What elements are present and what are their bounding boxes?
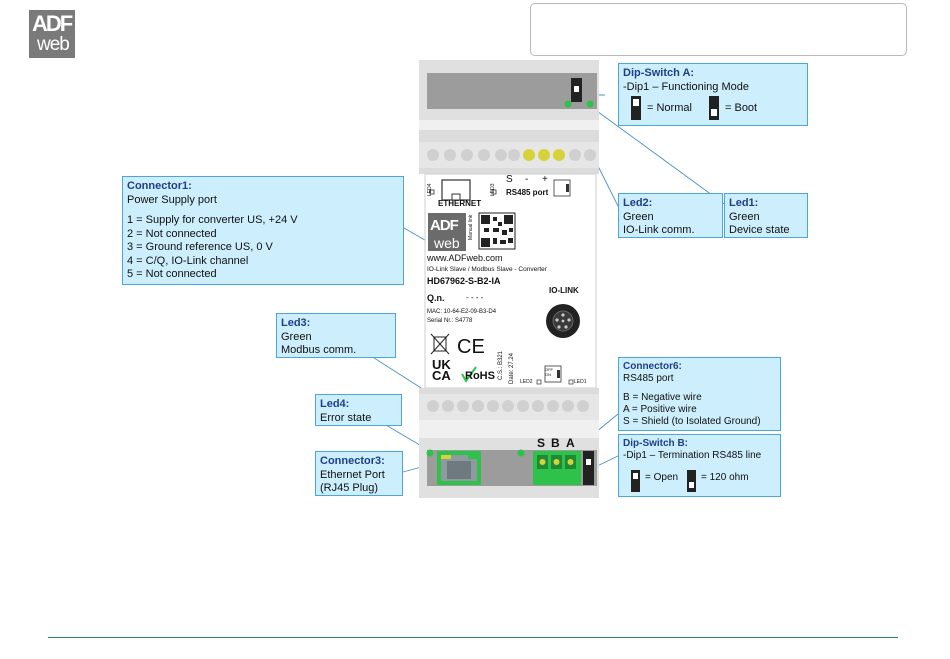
callout-title: Led1: [729, 197, 759, 209]
dip-120ohm-label: = 120 ohm [701, 472, 749, 483]
website-text: www.ADFweb.com [427, 253, 503, 263]
dip-boot-label: = Boot [725, 102, 758, 114]
ukca-top: UK [432, 357, 451, 372]
rs485-dip-icon [553, 179, 571, 197]
callout-line: -Dip1 – Termination RS485 line [623, 450, 762, 461]
callout-led4: Led4: Error state [315, 394, 402, 426]
callout-line: Device state [729, 224, 790, 236]
cs-code: C.S.: B321 [498, 350, 504, 380]
callout-led1: Led1: Green Device state [724, 193, 808, 238]
leader-led1 [589, 105, 728, 207]
vent-circles-top [427, 149, 596, 161]
dip-switch-b-body [583, 451, 594, 485]
terminal-label-s: S [537, 436, 546, 450]
callout-connector1: Connector1: Power Supply port 1 = Supply… [122, 176, 404, 285]
dip-normal-label: = Normal [647, 102, 692, 114]
led3-label-text: LED3 [490, 183, 496, 196]
dip-boot-icon [709, 96, 719, 120]
callout-title: Led2: [623, 197, 653, 209]
callout-line: Green [281, 330, 312, 343]
vent-circles-bottom [427, 400, 589, 412]
callout-subtitle: RS485 port [623, 373, 674, 384]
ukca-bottom: CA [432, 368, 451, 383]
part-number: HD67962-S-B2-IA [427, 276, 501, 286]
pin-item: 4 = C/Q, IO-Link channel [127, 254, 249, 267]
callout-line: Error state [320, 411, 372, 424]
weee-icon [430, 333, 450, 355]
logo-text-web: web [37, 34, 70, 55]
qn-value: - - - - [466, 293, 484, 302]
pin-item: 2 = Not connected [127, 227, 217, 240]
date-code: Date: 27.24 [509, 352, 515, 384]
qn-label: Q.n. [427, 293, 445, 303]
wire-item: A = Positive wire [623, 404, 697, 415]
terminal-s: S [506, 174, 513, 185]
check-icon [461, 366, 477, 383]
product-description: IO-Link Slave / Modbus Slave - Converter [427, 266, 547, 273]
callout-line: IO-Link comm. [623, 224, 695, 236]
rohs-mark: RoHS [465, 370, 495, 382]
ce-mark: CE [457, 336, 485, 358]
led1-label-text: LED1 [574, 379, 587, 385]
led3-indicator [517, 449, 525, 457]
ethernet-label: ETHERNET [438, 199, 482, 208]
callout-title: Connector3: [320, 455, 385, 467]
callout-line: Ethernet Port [320, 468, 385, 481]
callout-line: Modbus comm. [281, 344, 357, 356]
callout-title: Connector6: [623, 361, 682, 372]
callout-title: Connector1: [127, 180, 192, 192]
serial-number: Serial Nr.: S4778 [427, 318, 473, 324]
callout-dip-switch-b: Dip-Switch B: -Dip1 – Termination RS485 … [618, 434, 781, 497]
pin-item: 3 = Ground reference US, 0 V [127, 241, 273, 253]
dip-normal-icon [631, 96, 641, 120]
footer-divider [48, 637, 898, 638]
label-logo [428, 213, 466, 251]
logo-text-adf: ADF [32, 11, 73, 36]
adfweb-logo: ADF web [29, 10, 75, 58]
terminal-minus: - [525, 174, 529, 185]
dip-open-label: = Open [645, 472, 679, 483]
callout-connector3: Connector3: Ethernet Port (RJ45 Plug) [315, 451, 403, 496]
terminal-label-a: A [566, 436, 575, 450]
callout-title: Dip-Switch B: [623, 438, 688, 449]
dip-switch-a-lever [574, 86, 579, 92]
wire-item: S = Shield (to Isolated Ground) [623, 416, 761, 427]
rs485-port-label: RS485 port [506, 188, 549, 197]
led2-indicator [564, 100, 572, 108]
callout-led2: Led2: Green IO-Link comm. [618, 193, 723, 238]
callout-line: Green [729, 210, 760, 223]
dip-b-label-text: OFF ON [545, 367, 553, 377]
svg-text:web: web [433, 235, 460, 251]
callout-subtitle: Power Supply port [127, 193, 217, 206]
led4-label-text: LED4 [427, 183, 433, 196]
callout-line: Green [623, 210, 654, 223]
terminal-plus: + [542, 174, 548, 185]
led2-label-text: LED2 [520, 379, 533, 385]
callout-line: (RJ45 Plug) [320, 482, 379, 494]
mac-address: MAC: 10-64-E2-09-B3-D4 [427, 309, 497, 315]
dip-open-icon [631, 470, 640, 492]
iolink-label: IO-LINK [549, 286, 579, 295]
callout-dip-switch-a: Dip-Switch A: -Dip1 – Functioning Mode =… [618, 63, 808, 126]
header-box [530, 3, 907, 56]
callout-line: -Dip1 – Functioning Mode [623, 80, 749, 93]
callout-title: Dip-Switch A: [623, 67, 695, 79]
callout-title: Led3: [281, 317, 311, 329]
pin-item: 5 = Not connected [127, 268, 217, 280]
callout-title: Led4: [320, 398, 350, 410]
manual-link-label: Manual link [468, 214, 474, 240]
dip-120ohm-icon [687, 470, 696, 492]
dip-b-icon [544, 365, 562, 383]
pin-item: 1 = Supply for converter US, +24 V [127, 214, 298, 226]
led1-indicator [586, 100, 594, 108]
wire-item: B = Negative wire [623, 392, 702, 403]
svg-text:ADF: ADF [430, 217, 459, 234]
led4-indicator [426, 449, 434, 457]
callout-connector6: Connector6: RS485 port B = Negative wire… [618, 357, 781, 431]
device-front-label [424, 173, 597, 389]
callout-led3: Led3: Green Modbus comm. [276, 313, 396, 358]
terminal-label-b: B [551, 436, 560, 450]
qr-code-icon [478, 212, 516, 250]
